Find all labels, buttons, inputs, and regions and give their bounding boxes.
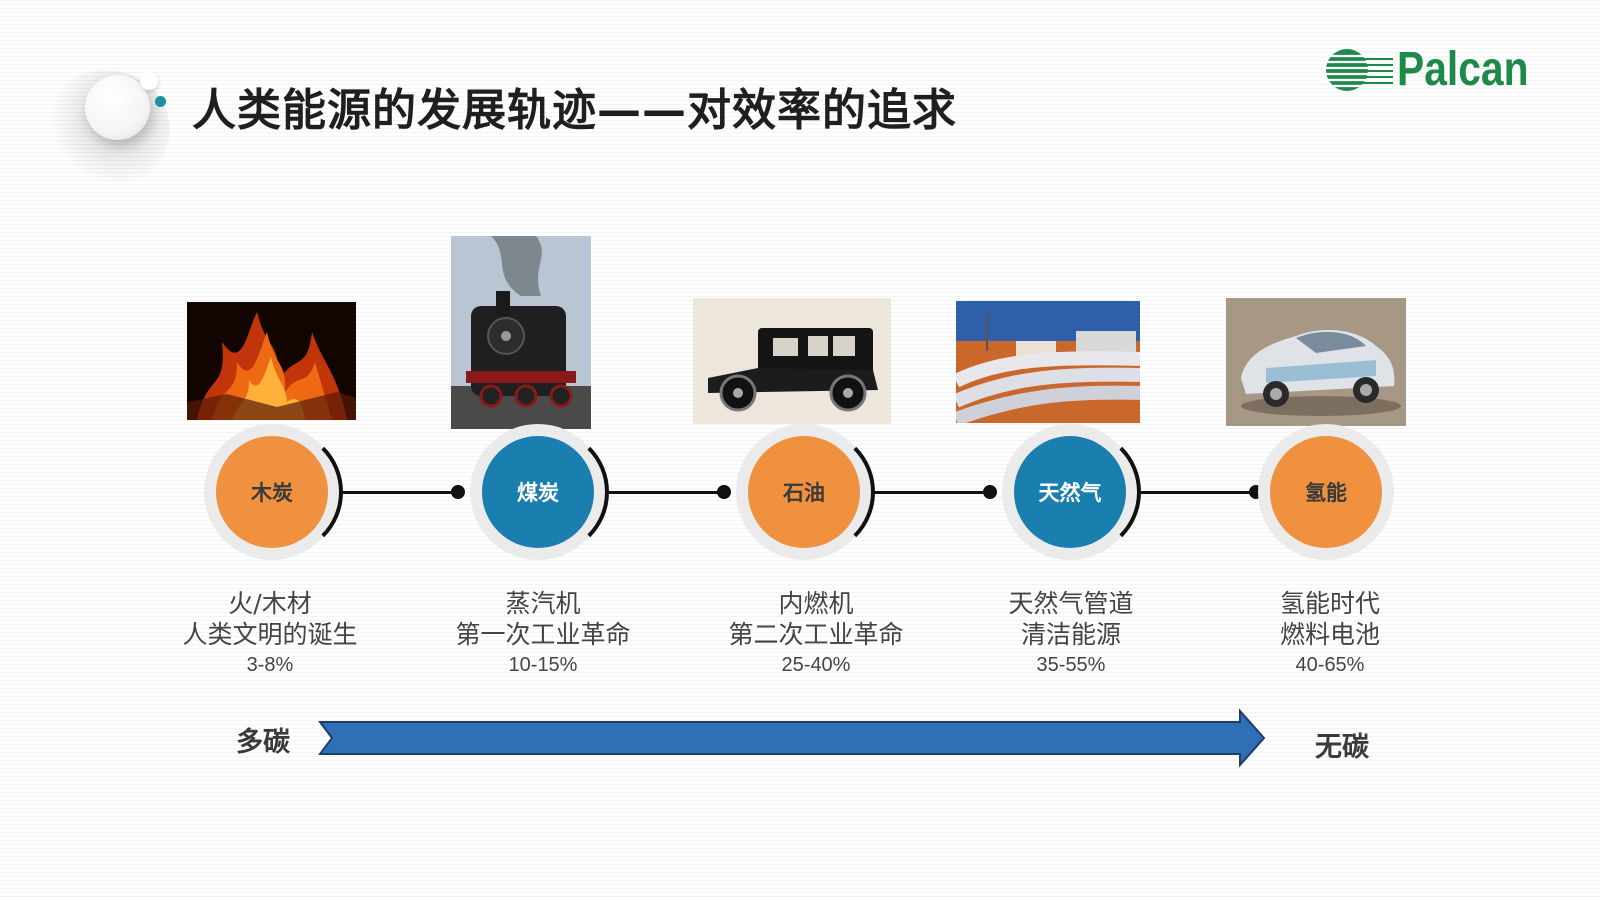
header-ornament-small-circle	[140, 72, 158, 90]
stage-node-charcoal: 木炭	[216, 436, 328, 548]
stage-caption-2: 蒸汽机 第一次工业革命 10-15%	[413, 588, 673, 680]
stage-caption-line2: 清洁能源	[1020, 620, 1121, 649]
timeline-connector-1	[340, 491, 458, 494]
timeline-connector-dot-3	[983, 485, 997, 499]
arrow-end-label: 无碳	[1315, 732, 1369, 763]
palcan-logo-text: Palcan	[1397, 43, 1529, 96]
stage-node-coal: 煤炭	[482, 436, 594, 548]
stage-caption-3: 内燃机 第二次工业革命 25-40%	[686, 588, 946, 680]
stage-caption-line1: 氢能时代	[1279, 589, 1380, 618]
carbon-progress-arrow	[318, 708, 1266, 768]
stage-node-arc-3	[747, 428, 875, 556]
stage-efficiency: 40-65%	[1295, 654, 1365, 676]
page-title: 人类能源的发展轨迹——对效率的追求	[192, 85, 957, 136]
photo-fuel-cell-car	[1226, 298, 1406, 426]
stage-node-hydrogen: 氢能	[1270, 436, 1382, 548]
photo-vintage-car	[693, 298, 891, 424]
photo-fire	[187, 302, 356, 420]
stage-caption-line2: 人类文明的诞生	[182, 620, 358, 649]
stage-node-natural-gas: 天然气	[1014, 436, 1126, 548]
header-bullet-dot	[155, 96, 166, 107]
timeline-connector-dot-2	[717, 485, 731, 499]
stage-node-arc-1	[215, 428, 343, 556]
stage-efficiency: 25-40%	[781, 654, 851, 676]
stage-caption-5: 氢能时代 燃料电池 40-65%	[1200, 588, 1460, 680]
stage-caption-4: 天然气管道 清洁能源 35-55%	[941, 588, 1201, 680]
stage-caption-line1: 天然气管道	[1008, 589, 1134, 618]
timeline-connector-dot-1	[451, 485, 465, 499]
stage-efficiency: 35-55%	[1036, 654, 1106, 676]
stage-caption-line2: 第二次工业革命	[728, 620, 904, 649]
stage-caption-line1: 内燃机	[778, 589, 854, 618]
stage-caption-line1: 火/木材	[228, 589, 312, 618]
header-ornament-circle	[85, 75, 150, 140]
photo-gas-pipeline	[956, 301, 1140, 423]
arrow-start-label: 多碳	[236, 727, 290, 758]
stage-caption-line2: 燃料电池	[1279, 620, 1380, 649]
palcan-logo: Palcan	[1325, 42, 1552, 97]
timeline-connector-2	[606, 491, 724, 494]
stage-efficiency: 10-15%	[508, 654, 578, 676]
stage-caption-line2: 第一次工业革命	[455, 620, 631, 649]
stage-efficiency: 3-8%	[246, 654, 294, 676]
stage-caption-1: 火/木材 人类文明的诞生 3-8%	[140, 588, 400, 680]
timeline-connector-4	[1138, 491, 1256, 494]
stage-node-arc-4	[1013, 428, 1141, 556]
photo-steam-locomotive	[451, 236, 591, 429]
palcan-logo-globe-icon	[1325, 48, 1393, 91]
timeline-connector-3	[872, 491, 990, 494]
stage-caption-line1: 蒸汽机	[505, 589, 581, 618]
stage-node-oil: 石油	[748, 436, 860, 548]
stage-node-arc-2	[481, 428, 609, 556]
